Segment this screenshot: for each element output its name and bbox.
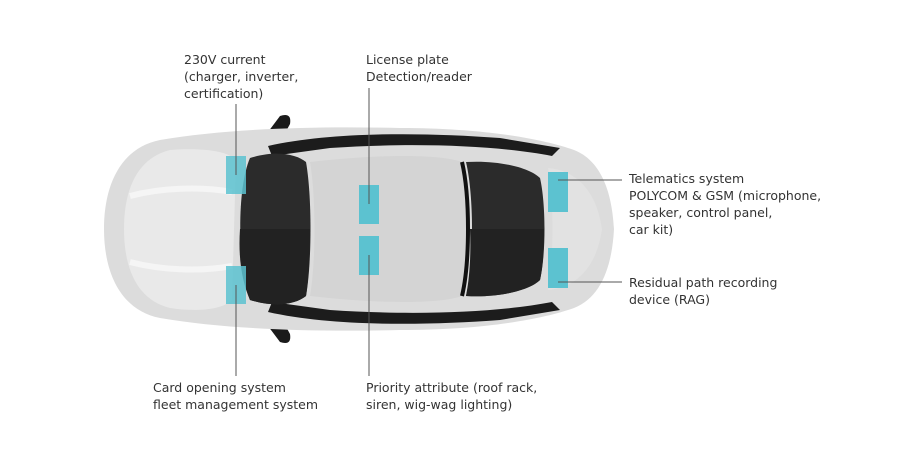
callout-telematics: Telematics system POLYCOM & GSM (microph… <box>629 170 821 238</box>
callout-card: Card opening system fleet management sys… <box>153 379 318 413</box>
callout-telematics-line-2: POLYCOM & GSM (microphone, <box>629 188 822 203</box>
hood-highlight <box>124 149 236 310</box>
callout-priority: Priority attribute (roof rack, siren, wi… <box>366 379 537 413</box>
callout-plate: License plate Detection/reader <box>366 51 472 85</box>
callout-power: 230V current (charger, inverter, certifi… <box>184 51 298 102</box>
rear-window-frame <box>460 161 470 297</box>
module-plate <box>359 185 379 224</box>
callout-power-line-3: certification) <box>184 86 264 101</box>
callout-telematics-line-4: car kit) <box>629 222 674 237</box>
module-residual <box>548 248 568 288</box>
callout-plate-line-2: Detection/reader <box>366 69 472 84</box>
callout-residual-line-1: Residual path recording <box>629 275 778 290</box>
module-telematics <box>548 172 568 212</box>
roof <box>310 156 468 302</box>
hood-line-top <box>129 185 233 199</box>
windshield-shade <box>239 229 310 305</box>
rear-window-shade <box>466 229 544 297</box>
callout-card-line-1: Card opening system <box>153 380 286 395</box>
callout-plate-line-1: License plate <box>366 52 449 67</box>
hood-line-bottom <box>129 259 233 273</box>
door-trim-bottom <box>268 302 560 324</box>
callout-residual-line-2: device (RAG) <box>629 292 710 307</box>
callout-residual: Residual path recording device (RAG) <box>629 274 777 308</box>
callout-power-line-1: 230V current <box>184 52 266 67</box>
callout-priority-line-2: siren, wig-wag lighting) <box>366 397 513 412</box>
door-trim-top <box>268 134 560 156</box>
callout-priority-line-1: Priority attribute (roof rack, <box>366 380 538 395</box>
callout-card-line-2: fleet management system <box>153 397 319 412</box>
callout-telematics-line-1: Telematics system <box>629 171 745 186</box>
callout-power-line-2: (charger, inverter, <box>184 69 299 84</box>
callout-telematics-line-3: speaker, control panel, <box>629 205 773 220</box>
